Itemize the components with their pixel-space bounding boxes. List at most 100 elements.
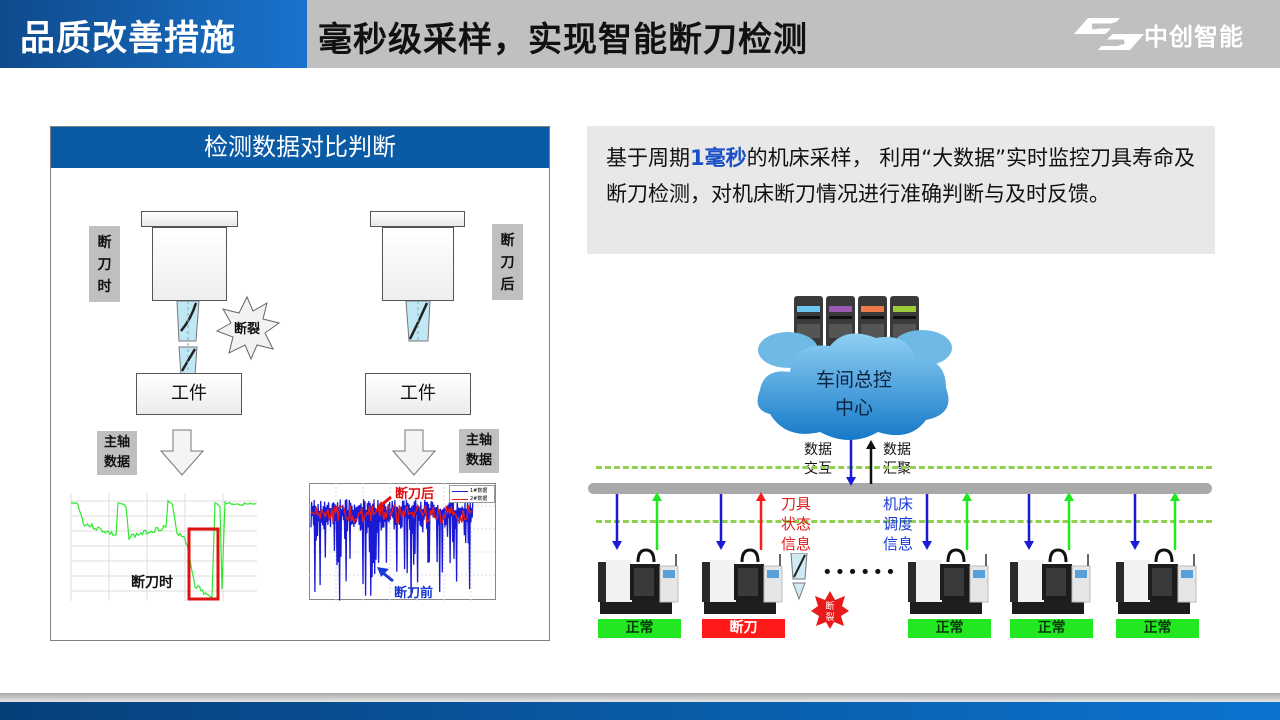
annotation-arrowhead-before <box>377 567 389 577</box>
chart-annotation-during-break: 断刀时 <box>131 575 173 591</box>
server-slot <box>829 324 852 338</box>
label-line: 数据 <box>804 442 832 458</box>
spindle-body <box>382 227 454 301</box>
down-arrow-icon <box>159 429 205 476</box>
data-exchange-label: 数据 交互 <box>804 441 832 479</box>
cnc-machine-icon <box>1008 546 1096 616</box>
break-highlight-box <box>187 527 220 601</box>
label-line: 信息 <box>781 535 812 553</box>
center-label-line1: 车间总控 <box>816 369 892 391</box>
broken-drill-bit-icon <box>176 301 200 376</box>
spindle-flange <box>141 211 238 227</box>
series-2-line <box>310 503 473 525</box>
legend-item: 2#数据 <box>452 495 492 503</box>
machine-status-badge: 正常 <box>908 619 991 638</box>
label-line: 交互 <box>804 461 832 477</box>
tag-char: 断 <box>500 233 515 249</box>
uplink-arrow-head <box>1064 492 1074 501</box>
tag-char: 刀 <box>500 255 515 271</box>
burst-line2: 裂 <box>825 612 834 623</box>
center-label-line2: 中心 <box>835 397 873 419</box>
short-drill-bit-icon <box>405 301 431 342</box>
cnc-machine-icon <box>700 546 788 616</box>
server-slot <box>797 316 820 319</box>
tag-line: 主轴 <box>103 435 130 450</box>
uplink-arrow-head <box>756 492 766 501</box>
footer-bar <box>0 702 1280 720</box>
dashed-divider <box>596 466 1212 469</box>
tag-char: 时 <box>97 279 112 295</box>
label-line: 信息 <box>883 535 914 553</box>
data-aggregate-label: 数据 汇聚 <box>883 441 911 479</box>
cnc-machine-icon <box>906 546 994 616</box>
spindle-chart-during-break <box>70 493 257 601</box>
uplink-arrow-head <box>652 492 662 501</box>
tag-line: 数据 <box>103 455 130 470</box>
server-indicator <box>797 306 820 312</box>
machine-status-badge: 断刀 <box>702 619 785 638</box>
annotation-after-break: 断刀后 <box>395 487 435 502</box>
tag-char: 断 <box>97 235 112 251</box>
tag-char: 后 <box>500 277 515 293</box>
state-tag-during-break: 断 刀 时 <box>89 226 120 302</box>
tool-state-label: 刀具 状态 信息 <box>781 494 811 554</box>
detection-comparison-panel: 检测数据对比判断 断 刀 时 断裂 工件 主轴 数据 断刀时 <box>50 126 550 641</box>
panel-title: 检测数据对比判断 <box>51 127 549 168</box>
series-1-line <box>310 499 474 601</box>
uplink-arrow-head <box>962 492 972 501</box>
uplink-arrow-head <box>1170 492 1180 501</box>
label-line: 机床 <box>883 495 914 513</box>
cloud-server-icon: 车间总控 中心 <box>757 296 952 440</box>
description-text: 的机床采样， 利用“大数据”实时监控刀具寿命及断刀检测，对机床断刀情况进行准确判… <box>606 146 1196 206</box>
machine-status-badge: 正常 <box>1010 619 1093 638</box>
tag-line: 主轴 <box>465 433 492 448</box>
label-line: 状态 <box>781 515 812 533</box>
legend-label: 2#数据 <box>470 496 488 502</box>
broken-tool-icon <box>790 553 808 601</box>
label-line: 汇聚 <box>883 461 911 477</box>
down-arrow-icon <box>391 429 437 476</box>
up-arrow-head <box>866 440 876 449</box>
annotation-before-break: 断刀前 <box>394 586 434 601</box>
data-bus <box>588 483 1212 494</box>
spindle-body <box>152 227 227 301</box>
server-slot <box>861 316 884 319</box>
cnc-machine-icon <box>596 546 684 616</box>
machine-status-badge: 正常 <box>1116 619 1199 638</box>
machine-schedule-label: 机床 调度 信息 <box>883 494 913 554</box>
section-title-block: 品质改善措施 <box>0 0 307 68</box>
burst-line1: 断 <box>825 600 834 612</box>
server-slot <box>861 324 884 338</box>
data-flow-arrows <box>612 440 1180 550</box>
dashed-divider <box>596 520 1212 523</box>
cnc-machine-icon <box>1114 546 1202 616</box>
spindle-data-tag-right: 主轴 数据 <box>459 429 499 473</box>
label-line: 调度 <box>883 515 914 533</box>
break-burst-icon: 断裂 <box>215 295 281 361</box>
description-highlight: 1毫秒 <box>690 146 747 170</box>
workpiece-right: 工件 <box>365 373 471 415</box>
chart-legend: 1#数据 2#数据 <box>449 485 495 503</box>
tag-char: 刀 <box>97 257 112 273</box>
spindle-data-tag-left: 主轴 数据 <box>97 431 137 475</box>
page-title: 毫秒级采样，实现智能断刀检测 <box>318 20 808 60</box>
server-indicator <box>861 306 884 312</box>
downlink-arrow-head <box>612 541 622 550</box>
tag-line: 数据 <box>465 453 492 468</box>
more-machines-ellipsis: •••••• <box>822 562 898 583</box>
downlink-arrow-head <box>1130 541 1140 550</box>
break-burst-label: 断裂 <box>234 321 261 337</box>
downlink-arrow-head <box>716 541 726 550</box>
legend-item: 1#数据 <box>452 487 492 495</box>
downlink-arrow-head <box>922 541 932 550</box>
spindle-flange <box>370 211 465 227</box>
label-line: 刀具 <box>781 495 812 513</box>
legend-label: 1#数据 <box>470 488 488 494</box>
machine-status-badge: 正常 <box>598 619 681 638</box>
annotation-arrowhead-after <box>375 501 385 511</box>
description-text: 基于周期 <box>606 146 690 170</box>
server-indicator <box>829 306 852 312</box>
downlink-arrow-head <box>1024 541 1034 550</box>
annotation-arrow-before <box>382 571 394 583</box>
